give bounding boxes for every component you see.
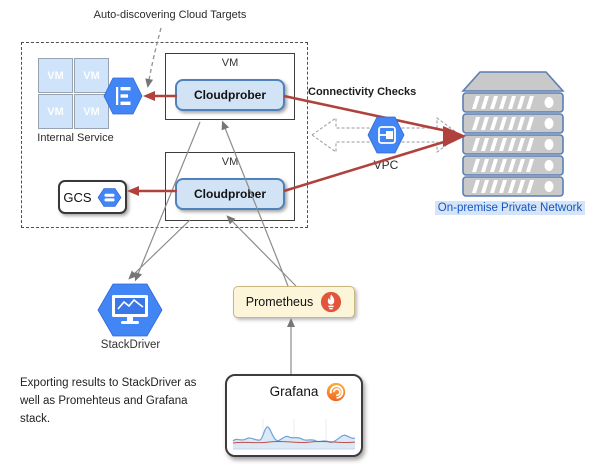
prometheus-box: Prometheus	[233, 286, 355, 318]
onprem-server-stack	[461, 71, 565, 197]
stackdriver-icon	[97, 283, 163, 337]
vm-title: VM	[221, 156, 239, 168]
grafana-icon	[325, 381, 347, 408]
vpc-icon	[367, 116, 405, 154]
vm-tile: VM	[74, 94, 109, 129]
vpc-label: VPC	[373, 158, 399, 172]
stackdriver-label: StackDriver	[100, 339, 161, 351]
arrow-prometheus-to-cloudprober-bottom	[226, 215, 297, 287]
gcs-box: GCS	[58, 180, 127, 214]
arrow-probe-onprem-top	[283, 94, 448, 133]
annotation-auto-discovering: Auto-discovering Cloud Targets	[93, 9, 247, 21]
vm-box-bottom: VM Cloudprober	[165, 152, 295, 221]
grafana-box: Grafana	[225, 374, 363, 457]
internal-service-label: Internal Service	[37, 132, 114, 144]
cloudprober-box-top: Cloudprober	[175, 79, 285, 111]
connectivity-checks-label: Connectivity Checks	[308, 86, 417, 98]
probe-arrowhead-onprem	[443, 126, 466, 147]
gcs-icon	[97, 187, 121, 207]
vm-tile: VM	[74, 58, 109, 93]
prometheus-label: Prometheus	[245, 295, 314, 309]
gcs-label: GCS	[63, 189, 92, 205]
note-exporting: Exporting results to StackDriver as well…	[20, 377, 197, 425]
vm-title: VM	[221, 57, 239, 69]
vm-tile: VM	[38, 58, 73, 93]
vm-box-top: VM Cloudprober	[165, 53, 295, 120]
arrow-cloudprober-bottom-to-stackdriver	[128, 219, 191, 280]
grafana-label: Grafana	[269, 384, 319, 399]
vpc-block-arrow	[311, 117, 461, 153]
onprem-network-label: On-premise Private Network	[426, 201, 594, 215]
vm-tile: VM	[38, 94, 73, 129]
cloudprober-box-bottom: Cloudprober	[175, 178, 285, 210]
grafana-chart	[231, 417, 357, 452]
prometheus-icon	[321, 291, 342, 313]
